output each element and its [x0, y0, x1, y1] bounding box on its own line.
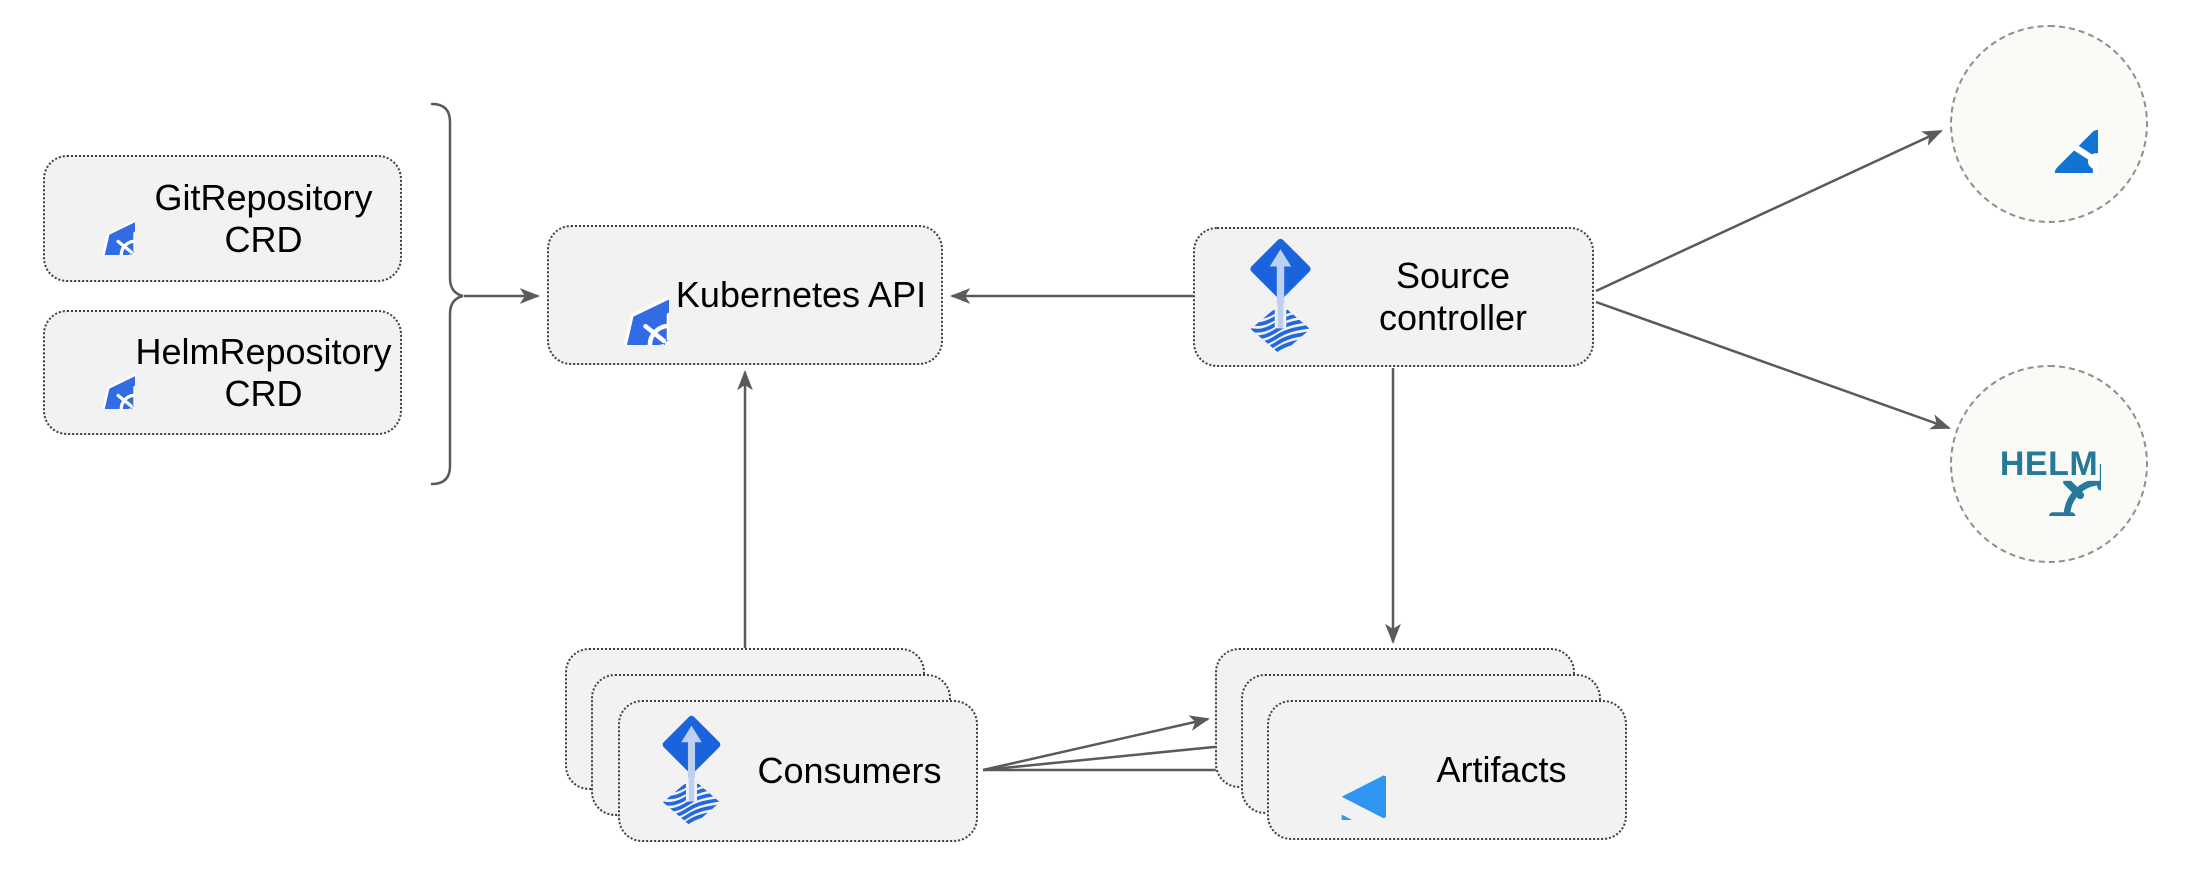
- node-label: GitRepository CRD: [154, 176, 373, 260]
- git-icon: [2000, 75, 2098, 173]
- kubernetes-icon: [63, 337, 135, 409]
- node-label: HelmRepository CRD: [135, 330, 392, 414]
- node-git-repository: [1950, 25, 2148, 223]
- edge-source-controller-to-git: [1595, 129, 1943, 293]
- edge-source-controller-to-helm: [1595, 300, 1951, 430]
- node-consumers: Consumers: [565, 648, 979, 843]
- helm-icon: HELM: [1997, 412, 2101, 516]
- node-kubernetes-api: Kubernetes API: [547, 225, 943, 365]
- node-helm-repository: HELM: [1950, 365, 2148, 563]
- node-label: Consumers: [757, 750, 942, 792]
- node-helm-repository-crd: HelmRepository CRD: [43, 310, 402, 435]
- node-artifacts: Artifacts: [1215, 648, 1629, 842]
- node-label: Artifacts: [1436, 749, 1567, 791]
- stack-layer-front: Artifacts: [1267, 700, 1627, 840]
- kubernetes-icon: [569, 245, 669, 345]
- layers-icon: [1292, 720, 1386, 820]
- kubernetes-icon: [63, 183, 135, 255]
- crd-group-bracket: [430, 102, 464, 486]
- edge-consumers-to-artifacts-middle: [982, 738, 1237, 772]
- stack-layer-front: Consumers: [618, 700, 978, 842]
- edge-consumers-to-artifacts-back: [982, 715, 1210, 772]
- node-git-repository-crd: GitRepository CRD: [43, 155, 402, 282]
- node-label: Kubernetes API: [675, 274, 927, 316]
- node-source-controller: Source controller: [1193, 227, 1594, 367]
- helm-logo-text: HELM: [1997, 444, 2101, 483]
- node-label: Source controller: [1378, 255, 1528, 338]
- flux-source-controller-icon: [652, 713, 731, 830]
- flux-source-controller-icon: [1239, 236, 1322, 358]
